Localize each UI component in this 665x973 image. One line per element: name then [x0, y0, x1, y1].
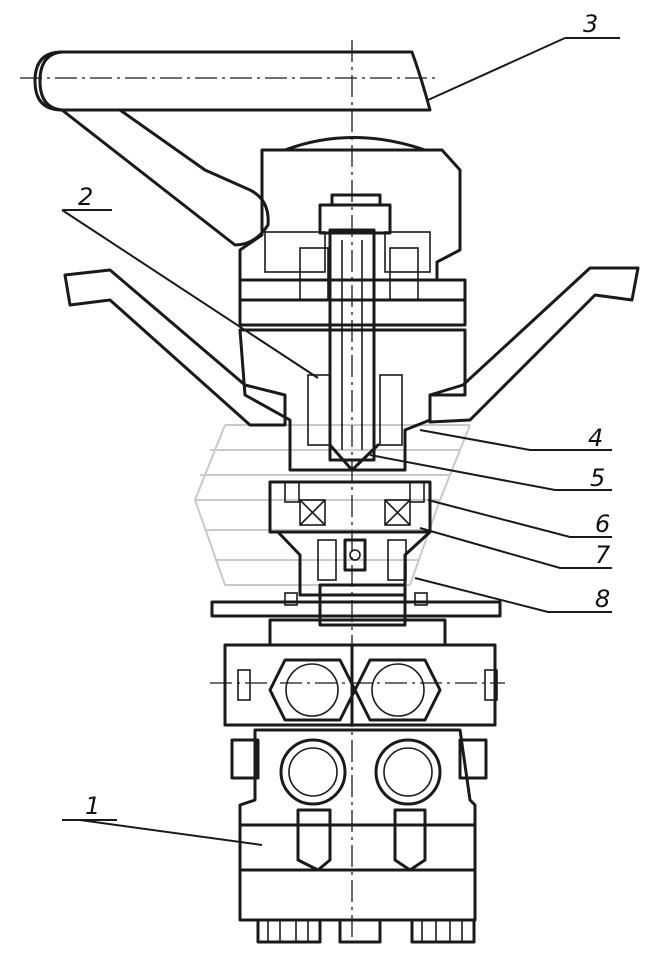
handle-lever-3	[33, 50, 432, 247]
callout-7: 7	[595, 541, 611, 569]
upper-housing	[238, 136, 467, 327]
valve-body-1	[223, 618, 498, 944]
leader-lines	[61, 37, 620, 846]
callout-2: 2	[78, 183, 93, 211]
callout-3: 3	[583, 10, 598, 38]
mounting-flange	[210, 583, 502, 627]
callout-4: 4	[588, 424, 603, 452]
middle-body	[238, 328, 467, 472]
callout-6: 6	[595, 510, 610, 538]
central-stem	[328, 228, 376, 462]
callout-1: 1	[85, 792, 100, 820]
bearing-assembly	[268, 480, 432, 597]
callout-labels: 3 2 4 5 6 7 8 1	[78, 10, 611, 820]
lower-handle-arms	[63, 266, 640, 427]
callout-8: 8	[595, 585, 610, 613]
callout-5: 5	[590, 464, 605, 492]
